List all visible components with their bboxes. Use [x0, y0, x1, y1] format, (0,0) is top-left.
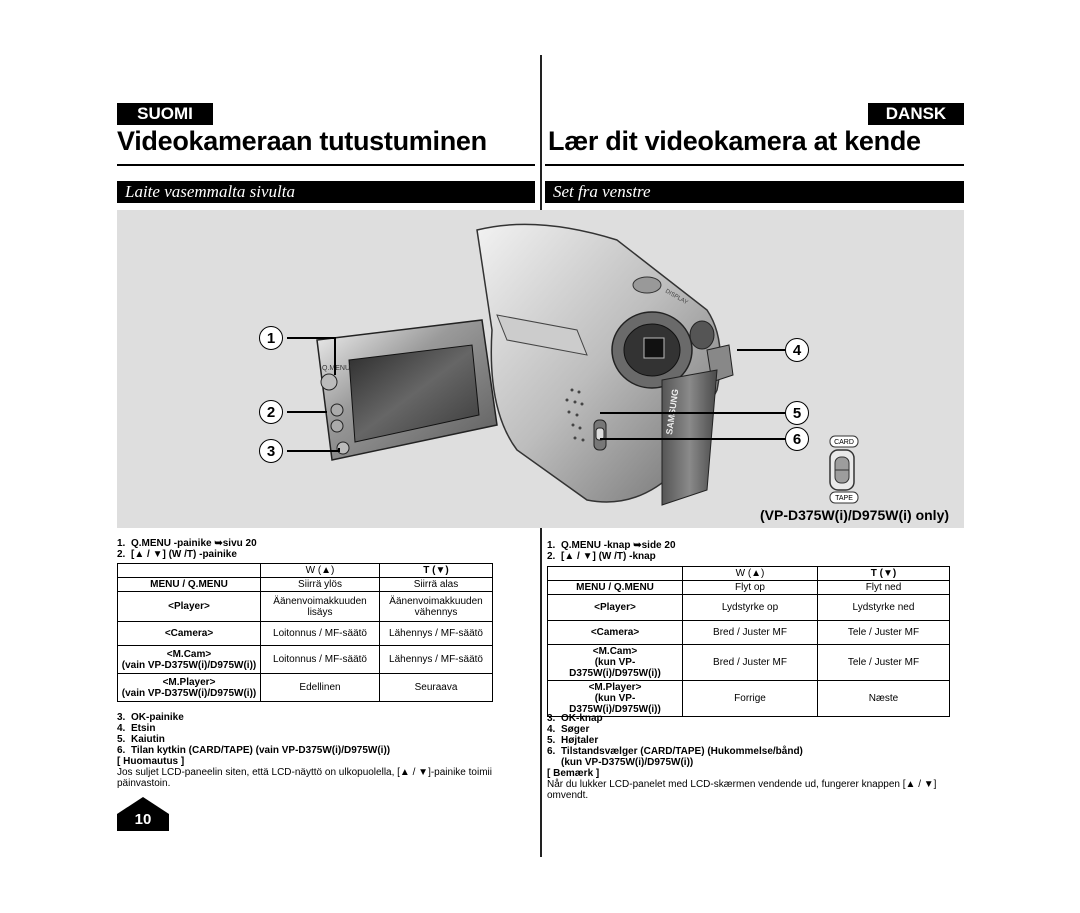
list-item: 5.Kaiutin: [117, 734, 165, 745]
left-column: 1.Q.MENU -painike ➥sivu 20 2.[▲ / ▼] (W …: [117, 538, 535, 560]
list-item: (kun VP-D375W(i)/D975W(i)): [561, 757, 694, 768]
callout-3: 3: [259, 439, 283, 463]
speaker-grille: [565, 388, 585, 442]
left-items-bottom: 3.OK-painike 4.Etsin 5.Kaiutin 6.Tilan k…: [117, 712, 535, 789]
list-item: 3.OK-knap: [547, 713, 603, 724]
table-row: <Player> Lydstyrke op Lydstyrke ned: [547, 594, 950, 621]
callout-6: 6: [785, 427, 809, 451]
list-item: 6.Tilstandsvælger (CARD/TAPE) (Hukommels…: [547, 746, 803, 757]
wt-down-button-icon: [330, 419, 344, 433]
list-item: 2.[▲ / ▼] (W /T) -knap: [547, 551, 656, 562]
callout-4: 4: [785, 338, 809, 362]
list-item: 4.Søger: [547, 724, 590, 735]
table-row: MENU / Q.MENU Flyt op Flyt ned: [547, 580, 950, 595]
page-number: 10: [134, 811, 152, 828]
table-row: <M.Cam>(vain VP-D375W(i)/D975W(i)) Loito…: [117, 645, 493, 674]
right-items-bottom: 3.OK-knap 4.Søger 5.Højtaler 6.Tilstands…: [547, 713, 965, 801]
card-tape-switch-inset: CARD TAPE: [829, 435, 859, 504]
wt-button-table-suomi: W (▲) T (▼) MENU / Q.MENU Siirrä ylös Si…: [117, 563, 493, 702]
table-row: <M.Player>(vain VP-D375W(i)/D975W(i)) Ed…: [117, 673, 493, 702]
section-heading-dansk: Set fra venstre: [545, 181, 964, 203]
callout-1: 1: [259, 326, 283, 350]
note-title: [ Bemærk ]: [547, 768, 600, 779]
card-label: CARD: [834, 439, 854, 446]
table-row: <Camera> Loitonnus / MF-säätö Lähennys /…: [117, 621, 493, 646]
list-item: 5.Højtaler: [547, 735, 599, 746]
list-item: 1.Q.MENU -knap ➥side 20: [547, 540, 676, 551]
page-title-dansk: Lær dit videokamera at kende: [548, 126, 921, 156]
title-rule-right: [545, 164, 964, 166]
list-item: 2.[▲ / ▼] (W /T) -painike: [117, 549, 237, 560]
table-header: W (▲) T (▼): [117, 563, 493, 578]
table-row: <M.Player>(kun VP-D375W(i)/D975W(i)) For…: [547, 680, 950, 717]
title-rule-left: [117, 164, 535, 166]
table-row: MENU / Q.MENU Siirrä ylös Siirrä alas: [117, 577, 493, 592]
page-number-badge: 10: [117, 797, 169, 831]
note-text: Når du lukker LCD-panelet med LCD-skærme…: [547, 779, 937, 801]
section-heading-suomi: Laite vasemmalta sivulta: [117, 181, 535, 203]
note-text: Jos suljet LCD-paneelin siten, että LCD-…: [117, 767, 492, 789]
camcorder-illustration: Q.MENU SAMSUNG DISPLAY CARD TAPE: [287, 223, 859, 506]
page-arrow-icon: [117, 797, 169, 831]
list-item: 6.Tilan kytkin (CARD/TAPE) (vain VP-D375…: [117, 745, 391, 756]
table-header: W (▲) T (▼): [547, 566, 950, 581]
list-item: 1.Q.MENU -painike ➥sivu 20: [117, 538, 257, 549]
list-item: 4.Etsin: [117, 723, 156, 734]
table-row: <M.Cam>(kun VP-D375W(i)/D975W(i)) Bred /…: [547, 644, 950, 681]
camcorder-figure-panel: Q.MENU SAMSUNG DISPLAY CARD TAPE: [117, 210, 964, 528]
table-row: <Camera> Bred / Juster MF Tele / Juster …: [547, 620, 950, 645]
wt-button-table-dansk: W (▲) T (▼) MENU / Q.MENU Flyt op Flyt n…: [547, 566, 950, 717]
qmenu-button-icon: [320, 373, 338, 391]
page-title-suomi: Videokameraan tutustuminen: [117, 126, 487, 156]
right-column: 1.Q.MENU -knap ➥side 20 2.[▲ / ▼] (W /T)…: [547, 540, 965, 562]
table-row: <Player> Äänenvoimakkuuden lisäys Äänenv…: [117, 591, 493, 622]
tape-label: TAPE: [835, 495, 853, 502]
note-title: [ Huomautus ]: [117, 756, 185, 767]
callout-5: 5: [785, 401, 809, 425]
list-item: 3.OK-painike: [117, 712, 184, 723]
callout-2: 2: [259, 400, 283, 424]
language-badge-dansk: DANSK: [868, 103, 964, 125]
language-badge-suomi: SUOMI: [117, 103, 213, 125]
callout-leaders: [287, 337, 785, 452]
model-note: (VP-D375W(i)/D975W(i) only): [760, 507, 950, 523]
wt-up-button-icon: [330, 403, 344, 417]
